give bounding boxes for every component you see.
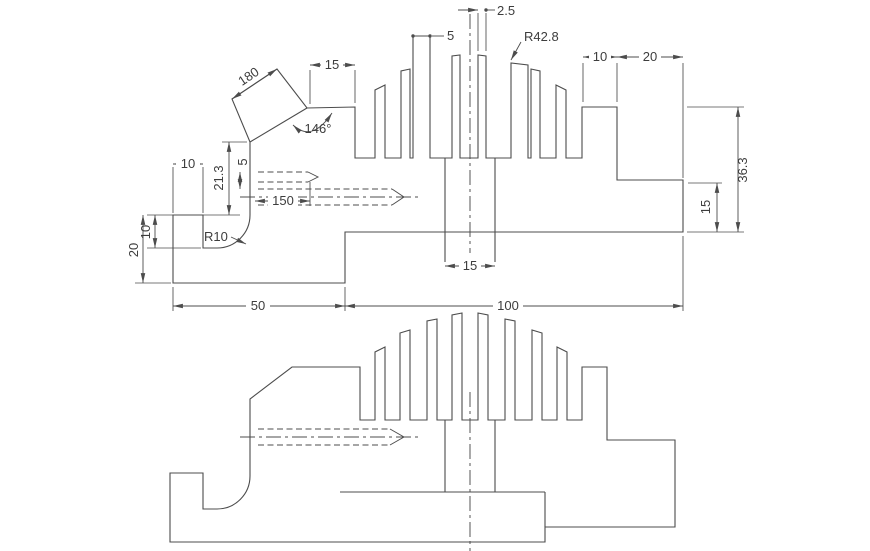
dim-label-15-right: 15 [698, 200, 713, 214]
dim-label-15-block: 15 [325, 57, 339, 72]
dim-label-146deg: 146° [305, 121, 332, 136]
dimension-labels: 180 146° 15 5 2.5 R42.8 10 20 36.3 15 10… [126, 3, 750, 313]
dim-text-backgrounds [176, 51, 661, 312]
dim-label-10-step: 10 [593, 49, 607, 64]
dim-label-r42-8: R42.8 [524, 29, 559, 44]
dim-label-150: 150 [272, 193, 294, 208]
dim-label-2-5: 2.5 [497, 3, 515, 18]
dim-label-5-thread: 5 [235, 158, 250, 165]
dim-180-edge [231, 68, 278, 100]
lower-view-outline [169, 312, 676, 543]
dim-label-100: 100 [497, 298, 519, 313]
upper-thread-hole [240, 171, 418, 206]
dim-label-36-3: 36.3 [735, 157, 750, 182]
dim-label-21-3: 21.3 [211, 165, 226, 190]
drill-point-chevron [391, 188, 405, 206]
drawing-linework [135, 7, 744, 551]
dim-label-5-fin: 5 [447, 28, 454, 43]
upper-chamfer-fold-line [249, 107, 308, 143]
dim-label-20-step: 20 [643, 49, 657, 64]
dim-label-20-height: 20 [126, 243, 141, 257]
dim-label-10-boss: 10 [181, 156, 195, 171]
dim-146-arc [292, 112, 333, 134]
dimension-dots [411, 8, 488, 38]
dim-label-10-notch: 10 [138, 225, 153, 239]
extension-lines [135, 13, 744, 311]
dim-label-180: 180 [235, 64, 261, 89]
lower-thread-hole [240, 428, 418, 446]
dim-label-50: 50 [251, 298, 265, 313]
thread-end-chevron [307, 171, 320, 183]
lower-drill-point-chevron [389, 428, 405, 446]
upper-part-outline [172, 35, 684, 284]
dim-label-r10: R10 [204, 229, 228, 244]
leader-r42-8 [510, 41, 522, 61]
leader-r10 [230, 236, 247, 245]
lower-part-outline [169, 312, 676, 543]
dim-label-15-stem: 15 [463, 258, 477, 273]
